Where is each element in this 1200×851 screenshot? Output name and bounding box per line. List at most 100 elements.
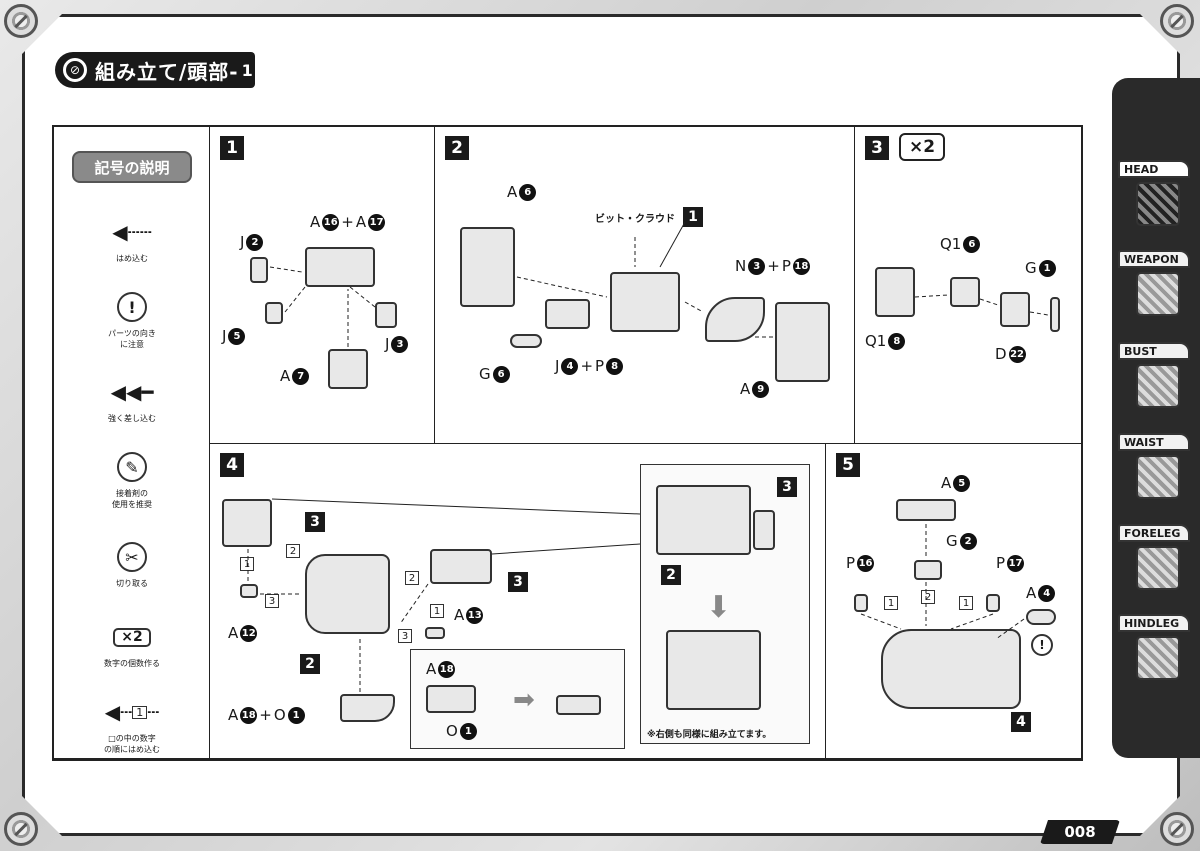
order-number: 2 bbox=[286, 544, 300, 558]
corner-screw-icon bbox=[1160, 812, 1194, 846]
waist-icon bbox=[1136, 455, 1180, 499]
legend-item: ◀┄1┄ □の中の数字 の順にはめ込む bbox=[54, 697, 210, 755]
corner-screw-icon bbox=[4, 4, 38, 38]
jaw-block-part bbox=[545, 299, 590, 329]
step-reference-badge: 3 bbox=[777, 477, 797, 497]
legend-text: 数字の個数作る bbox=[104, 659, 160, 668]
tab-hindleg[interactable]: HINDLEG bbox=[1118, 614, 1196, 690]
step-number: 5 bbox=[836, 453, 860, 477]
step-reference-badge: 4 bbox=[1011, 712, 1031, 732]
tab-label: BUST bbox=[1118, 342, 1190, 360]
barrel-part bbox=[753, 510, 775, 550]
legend-text: □の中の数字 の順にはめ込む bbox=[104, 734, 160, 754]
head-assembly-part bbox=[610, 272, 680, 332]
tab-label: WEAPON bbox=[1118, 250, 1190, 268]
page-title: ⊘ 組み立て/頭部- 1 bbox=[55, 52, 255, 88]
connector-part bbox=[914, 560, 942, 580]
quantity-badge: ×2 bbox=[899, 133, 945, 161]
tab-waist[interactable]: WAIST bbox=[1118, 433, 1196, 509]
step-reference-badge: 2 bbox=[661, 565, 681, 585]
assembly-arrows bbox=[860, 524, 1025, 640]
small-part bbox=[240, 584, 258, 598]
clip-part bbox=[222, 499, 272, 547]
step-number: 3 bbox=[865, 136, 889, 160]
legend-text: 接着剤の 使用を推奨 bbox=[112, 489, 152, 509]
block-part bbox=[1000, 292, 1030, 327]
arrow-push-icon: ◀┄┄ bbox=[112, 219, 152, 244]
tab-weapon[interactable]: WEAPON bbox=[1118, 250, 1196, 326]
weapon-icon bbox=[1136, 272, 1180, 316]
tab-foreleg[interactable]: FORELEG bbox=[1118, 524, 1196, 600]
tab-label: HEAD bbox=[1118, 160, 1190, 178]
order-number: 3 bbox=[398, 629, 412, 643]
pin-part bbox=[1050, 297, 1060, 332]
clip-part bbox=[875, 267, 915, 317]
instruction-grid: 記号の説明 ◀┄┄ はめ込む ! パーツの向き に注意 ◀◀━ 強く差し込む ✎… bbox=[52, 125, 1083, 761]
legend-text: はめ込む bbox=[116, 254, 148, 263]
tab-head[interactable]: HEAD bbox=[1118, 160, 1196, 236]
page-title-number: 1 bbox=[241, 60, 253, 80]
bust-icon bbox=[1136, 364, 1180, 408]
fang-part bbox=[375, 302, 397, 328]
fang-part bbox=[250, 257, 268, 283]
compass-icon: ⊘ bbox=[63, 58, 87, 82]
legend-item: ◀◀━ 強く差し込む bbox=[54, 377, 210, 424]
tab-label: WAIST bbox=[1118, 433, 1190, 451]
step-reference-badge: 3 bbox=[508, 572, 528, 592]
head-upper-part bbox=[305, 247, 375, 287]
corner-screw-icon bbox=[1160, 4, 1194, 38]
jaw-armor-part bbox=[340, 694, 395, 722]
legend-item: ×2 数字の個数作る bbox=[54, 622, 210, 669]
barrel-part bbox=[430, 549, 492, 584]
detail-inset: 3 2 ⬇ ※右側も同様に組み立てます。 bbox=[640, 464, 810, 744]
cut-icon: ✂ bbox=[54, 542, 210, 572]
legend-item: ◀┄┄ はめ込む bbox=[54, 217, 210, 264]
small-part bbox=[854, 594, 868, 612]
assembly-note: ※右側も同様に組み立てます。 bbox=[647, 730, 772, 740]
tab-bust[interactable]: BUST bbox=[1118, 342, 1196, 418]
jaw-armor-part bbox=[556, 695, 601, 715]
order-number: 2 bbox=[405, 571, 419, 585]
head-front-part bbox=[656, 485, 751, 555]
number-order-icon: ◀┄1┄ bbox=[104, 699, 160, 724]
top-plate-part bbox=[896, 499, 956, 521]
step-number: 4 bbox=[220, 453, 244, 477]
order-number: 1 bbox=[430, 604, 444, 618]
symbol-legend: 記号の説明 ◀┄┄ はめ込む ! パーツの向き に注意 ◀◀━ 強く差し込む ✎… bbox=[54, 127, 210, 759]
small-part bbox=[425, 627, 445, 639]
down-arrow-icon: ⬇ bbox=[706, 590, 732, 625]
legend-item: ✂ 切り取る bbox=[54, 542, 210, 589]
order-number: 1 bbox=[959, 596, 973, 610]
jaw-armor-part bbox=[426, 685, 476, 713]
assembly-arrows bbox=[247, 498, 641, 692]
head-icon bbox=[1136, 182, 1180, 226]
order-number: 1 bbox=[240, 557, 254, 571]
head-front-part bbox=[666, 630, 761, 710]
small-part bbox=[986, 594, 1000, 612]
legend-item: ! パーツの向き に注意 bbox=[54, 292, 210, 350]
legend-text: 強く差し込む bbox=[108, 414, 156, 423]
step-number: 1 bbox=[220, 136, 244, 160]
cylinder-part bbox=[1026, 609, 1056, 625]
